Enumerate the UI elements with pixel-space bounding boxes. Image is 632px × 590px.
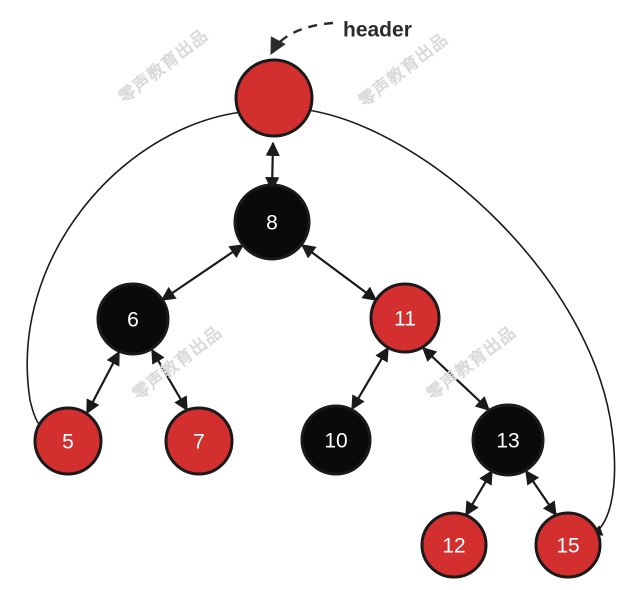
node-15[interactable]: 15 — [534, 511, 602, 579]
node-12[interactable]: 12 — [420, 511, 488, 579]
node-5[interactable]: 5 — [33, 406, 103, 476]
node-13-label: 13 — [496, 430, 519, 453]
thread-link-header-to-15 — [307, 109, 616, 536]
edge-8-6 — [160, 244, 245, 301]
node-13[interactable]: 13 — [471, 403, 545, 477]
header-callout-arrow — [270, 21, 334, 55]
edge-11-13 — [421, 347, 491, 411]
edge-8-11 — [300, 244, 378, 301]
node-11[interactable]: 11 — [369, 282, 441, 354]
node-11-circle[interactable] — [369, 282, 441, 354]
node-5-circle[interactable] — [33, 406, 103, 476]
node-7-label: 7 — [193, 431, 205, 454]
header-annotation-label: header — [343, 19, 412, 42]
edge-13-12 — [465, 469, 493, 517]
node-6-circle[interactable] — [96, 282, 170, 356]
node-8-circle[interactable] — [233, 183, 311, 261]
edge-13-15 — [525, 469, 557, 517]
node-header[interactable] — [234, 58, 314, 138]
edge-header-8 — [265, 141, 280, 192]
node-15-label: 15 — [556, 535, 579, 558]
edge-6-7 — [151, 348, 188, 412]
node-6-label: 6 — [127, 309, 139, 332]
node-12-circle[interactable] — [420, 511, 488, 579]
node-10-circle[interactable] — [300, 404, 372, 476]
node-6[interactable]: 6 — [96, 282, 170, 356]
node-10-label: 10 — [324, 430, 347, 453]
edge-6-5 — [86, 350, 120, 415]
node-header-circle[interactable] — [234, 58, 314, 138]
node-12-label: 12 — [442, 535, 465, 558]
node-5-label: 5 — [62, 431, 74, 454]
tree-edges-group — [86, 141, 557, 517]
node-13-circle[interactable] — [471, 403, 545, 477]
node-7[interactable]: 7 — [164, 406, 234, 476]
node-15-circle[interactable] — [534, 511, 602, 579]
node-10[interactable]: 10 — [300, 404, 372, 476]
node-11-label: 11 — [394, 308, 416, 331]
nodes-group: 8 6 11 5 7 10 — [33, 58, 602, 579]
node-8-label: 8 — [266, 212, 278, 235]
header-annotation: header — [270, 19, 412, 55]
thread-link-header-to-5 — [26, 111, 243, 436]
node-8[interactable]: 8 — [233, 183, 311, 261]
edge-11-10 — [351, 346, 389, 411]
node-7-circle[interactable] — [164, 406, 234, 476]
